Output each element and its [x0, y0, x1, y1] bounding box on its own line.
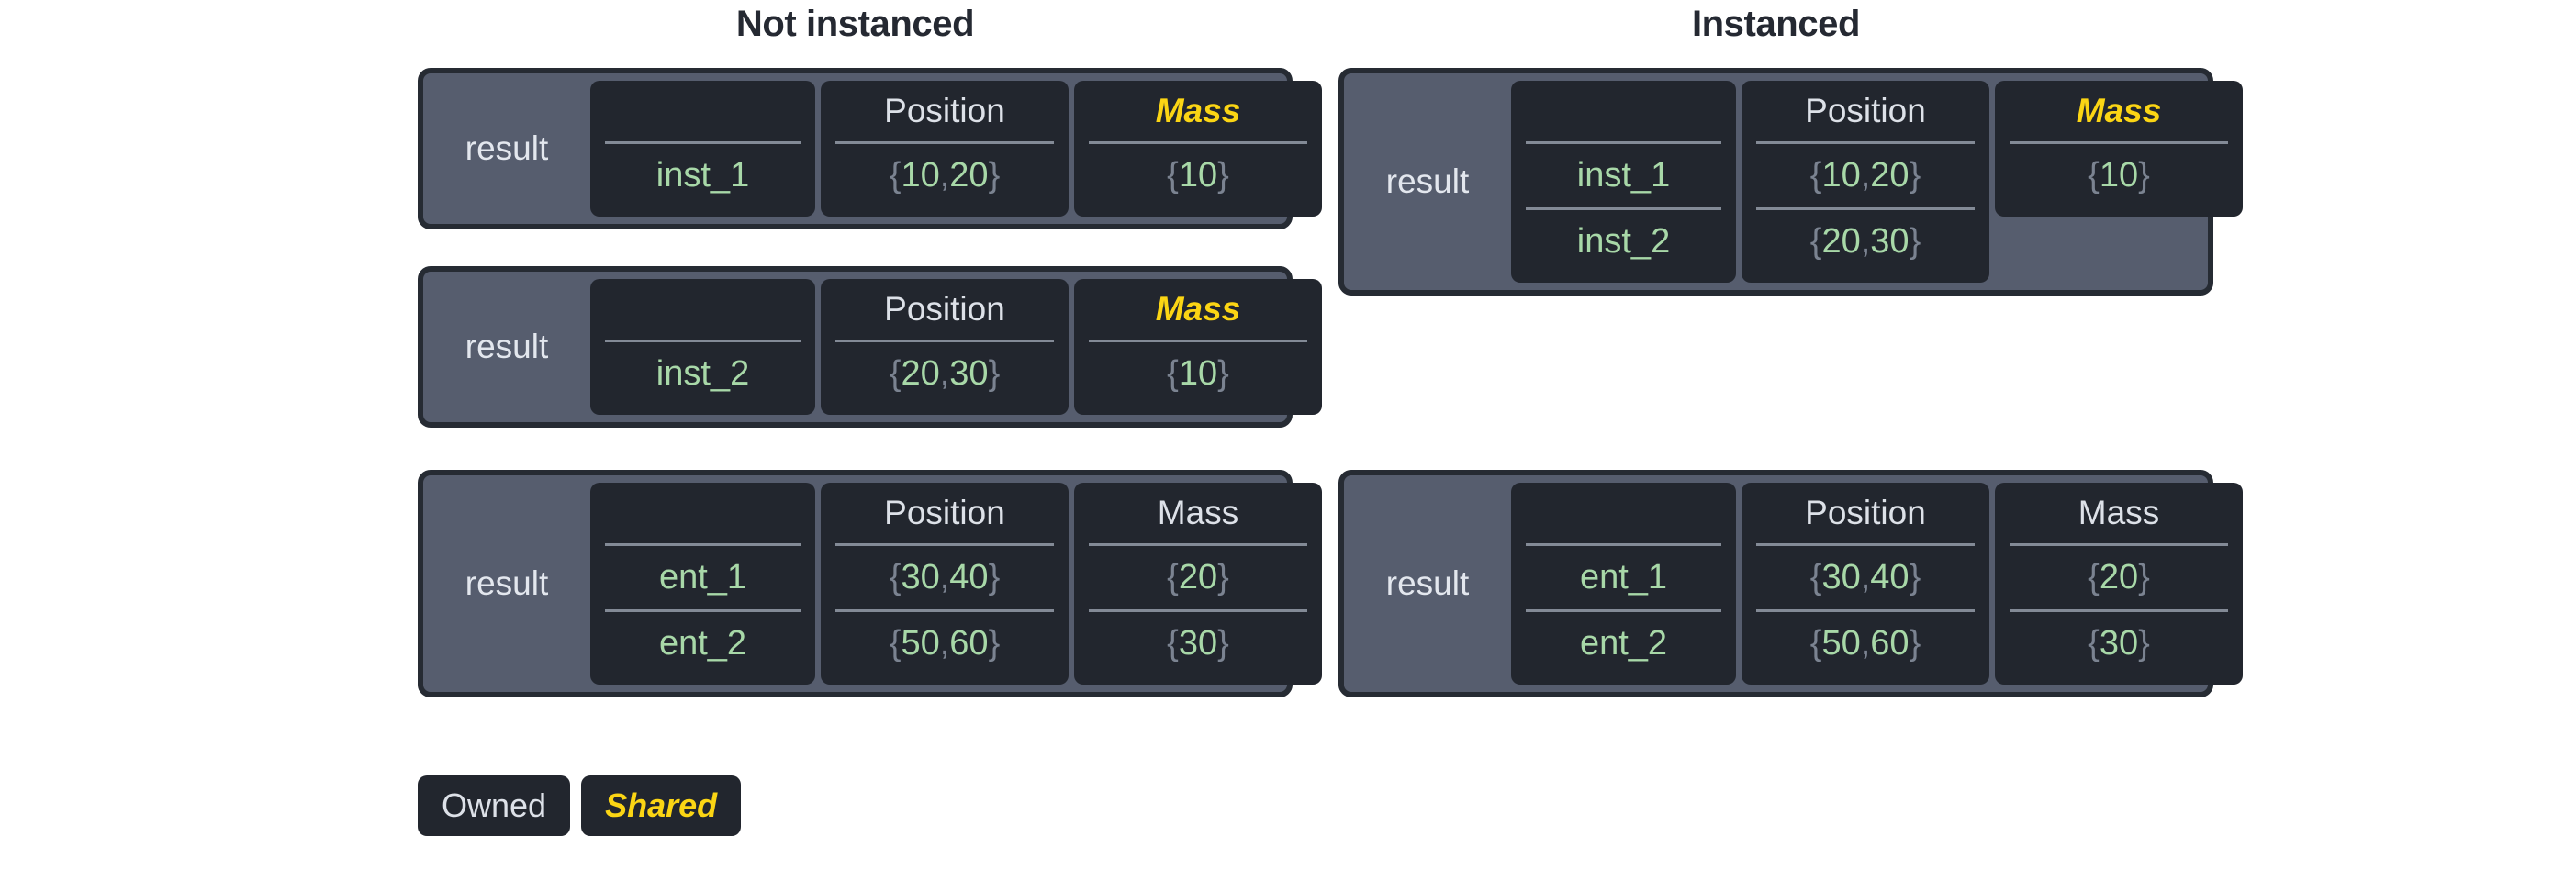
cell-mass-value: {30} [2010, 609, 2228, 675]
column-header-position: Position [1805, 92, 1926, 129]
cell-mass-value: {10} [1089, 141, 1307, 207]
column-header-mass: Mass [1157, 494, 1239, 531]
column-header-position: Position [884, 92, 1005, 129]
legend-pill-owned: Owned [418, 775, 571, 836]
cell-name-value: ent_2 [605, 609, 801, 675]
cell-position-value: {50, 60} [1756, 609, 1975, 675]
mass-column: Mass {20}{30} [1995, 483, 2243, 685]
column-header-position: Position [884, 290, 1005, 328]
column-header-name [1526, 483, 1721, 543]
column-header-name [1526, 81, 1721, 141]
position-column: Position {10, 20}{20, 30} [1742, 81, 1989, 283]
cell-mass-value: {10} [1089, 340, 1307, 406]
name-column: inst_1 [590, 81, 815, 217]
result-label: result [1385, 162, 1470, 200]
column-header-position: Position [884, 494, 1005, 531]
column-header-mass: Mass [1155, 92, 1241, 129]
cell-position-value: {10, 20} [1756, 141, 1975, 207]
column-header-name [605, 483, 801, 543]
cell-mass-value: {20} [1089, 543, 1307, 609]
cell-name-value: ent_1 [1526, 543, 1721, 609]
column-group: inst_2 Position {20, 30} Mass {10} [590, 272, 1329, 422]
cell-position-value: {30, 40} [835, 543, 1054, 609]
column-header-mass: Mass [1155, 290, 1241, 328]
result-label: result [465, 129, 549, 167]
column-group: inst_1 Position {10, 20} Mass {10} [590, 73, 1329, 224]
column-header-name [605, 279, 801, 340]
column-title-instanced: Instanced [1691, 4, 1861, 44]
position-column: Position {10, 20} [821, 81, 1069, 217]
mass-column: Mass {10} [1074, 279, 1322, 415]
result-label: result [1385, 564, 1470, 602]
column-header-mass: Mass [2078, 494, 2160, 531]
legend-pill-shared: Shared [581, 775, 742, 836]
result-card-not-instanced-1: result inst_1 Position {10, 20} Mass {10} [418, 68, 1322, 229]
column-header-name [605, 81, 801, 141]
cell-mass-value: {10} [2010, 141, 2228, 207]
position-column: Position {30, 40}{50, 60} [821, 483, 1069, 685]
cell-name-value: inst_2 [1526, 207, 1721, 273]
cell-position-value: {30, 40} [1756, 543, 1975, 609]
cell-name-value: inst_1 [605, 141, 801, 207]
mass-column: Mass {10} [1074, 81, 1322, 217]
cell-position-value: {10, 20} [835, 141, 1054, 207]
mass-column: Mass {10} [1995, 81, 2243, 217]
cell-name-value: inst_1 [1526, 141, 1721, 207]
position-column: Position {20, 30} [821, 279, 1069, 415]
cell-name-value: inst_2 [605, 340, 801, 406]
cell-position-value: {20, 30} [835, 340, 1054, 406]
column-header-mass: Mass [2076, 92, 2162, 129]
column-title-not-instanced: Not instanced [735, 4, 975, 44]
result-card-not-instanced-2: result inst_2 Position {20, 30} Mass {10} [418, 266, 1322, 428]
position-column: Position {30, 40}{50, 60} [1742, 483, 1989, 685]
cell-position-value: {50, 60} [835, 609, 1054, 675]
cell-mass-value: {20} [2010, 543, 2228, 609]
name-column: inst_2 [590, 279, 815, 415]
cell-position-value: {20, 30} [1756, 207, 1975, 273]
mass-column: Mass {20}{30} [1074, 483, 1322, 685]
result-label: result [465, 564, 549, 602]
cell-mass-value: {30} [1089, 609, 1307, 675]
result-label: result [465, 328, 549, 365]
cell-name-value: ent_1 [605, 543, 801, 609]
column-header-position: Position [1805, 494, 1926, 531]
cell-name-value: ent_2 [1526, 609, 1721, 675]
